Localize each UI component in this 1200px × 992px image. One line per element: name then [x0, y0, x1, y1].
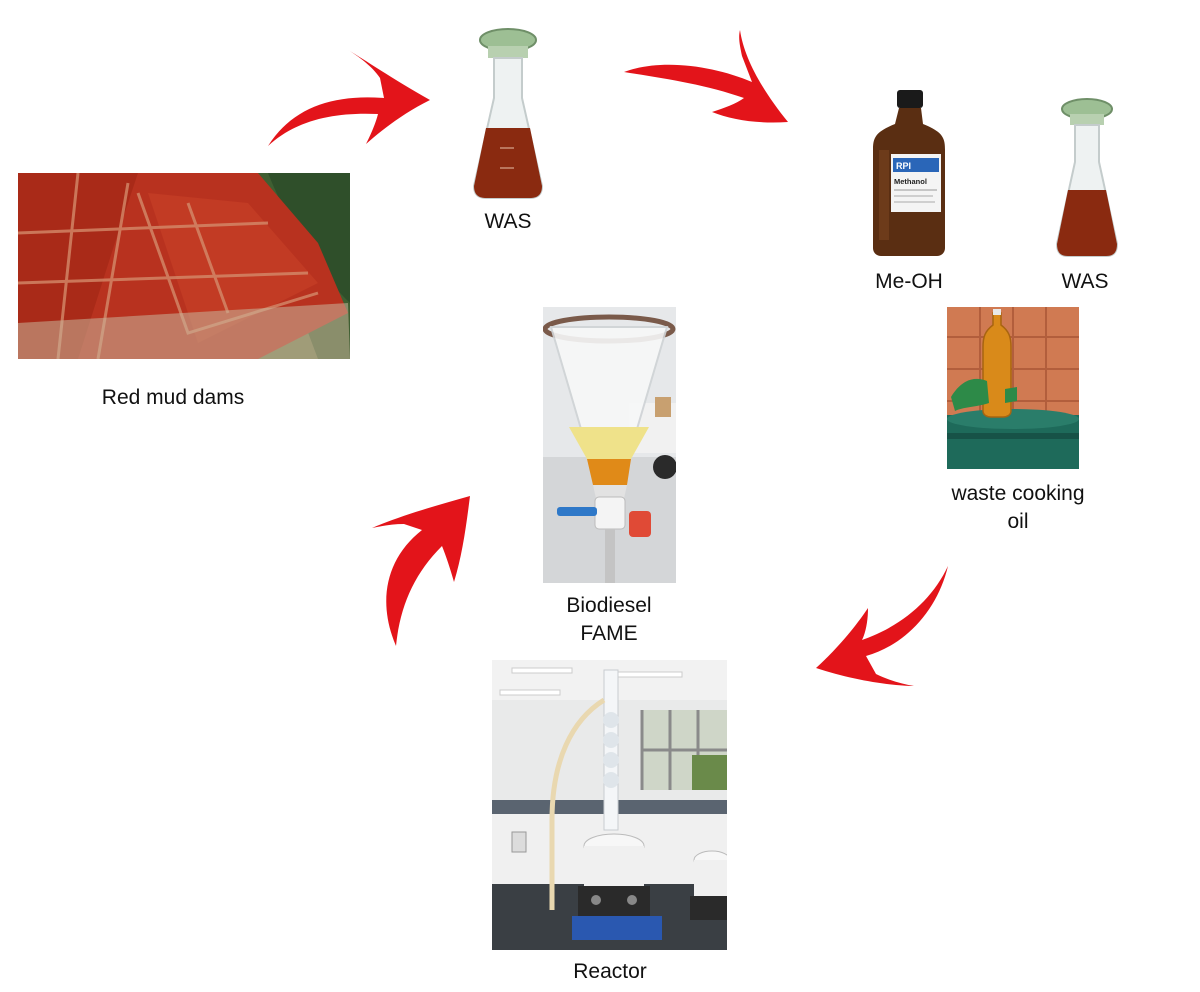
biodiesel-funnel-photo [543, 307, 676, 583]
was-flask-top [470, 28, 546, 200]
was-top-label: WAS [470, 208, 546, 236]
was-right-label: WAS [1040, 268, 1130, 296]
biodiesel-label: Biodiesel FAME [534, 592, 684, 648]
red-mud-dams-photo [18, 173, 350, 359]
bottle-name: Methanol [894, 177, 927, 186]
reactor-photo [492, 660, 727, 950]
arrow-oil-to-reactor [812, 564, 952, 688]
meoh-label: Me-OH [858, 268, 960, 296]
biodiesel-label-line2: FAME [534, 620, 684, 648]
waste-cooking-oil-label-line1: waste cooking [928, 480, 1108, 508]
methanol-bottle: RPI Methanol [873, 90, 945, 256]
red-mud-dams-label: Red mud dams [78, 384, 268, 412]
waste-cooking-oil-photo [947, 307, 1079, 469]
bottle-brand: RPI [896, 161, 911, 171]
arrow-reactor-to-biodiesel [370, 494, 480, 650]
reactor-label: Reactor [540, 958, 680, 986]
waste-cooking-oil-label-line2: oil [928, 508, 1108, 536]
arrow-red-mud-to-was [262, 48, 442, 150]
arrow-was-to-reagents [622, 28, 792, 128]
was-flask-right [1055, 98, 1119, 258]
biodiesel-label-line1: Biodiesel [534, 592, 684, 620]
waste-cooking-oil-label: waste cooking oil [928, 480, 1108, 536]
